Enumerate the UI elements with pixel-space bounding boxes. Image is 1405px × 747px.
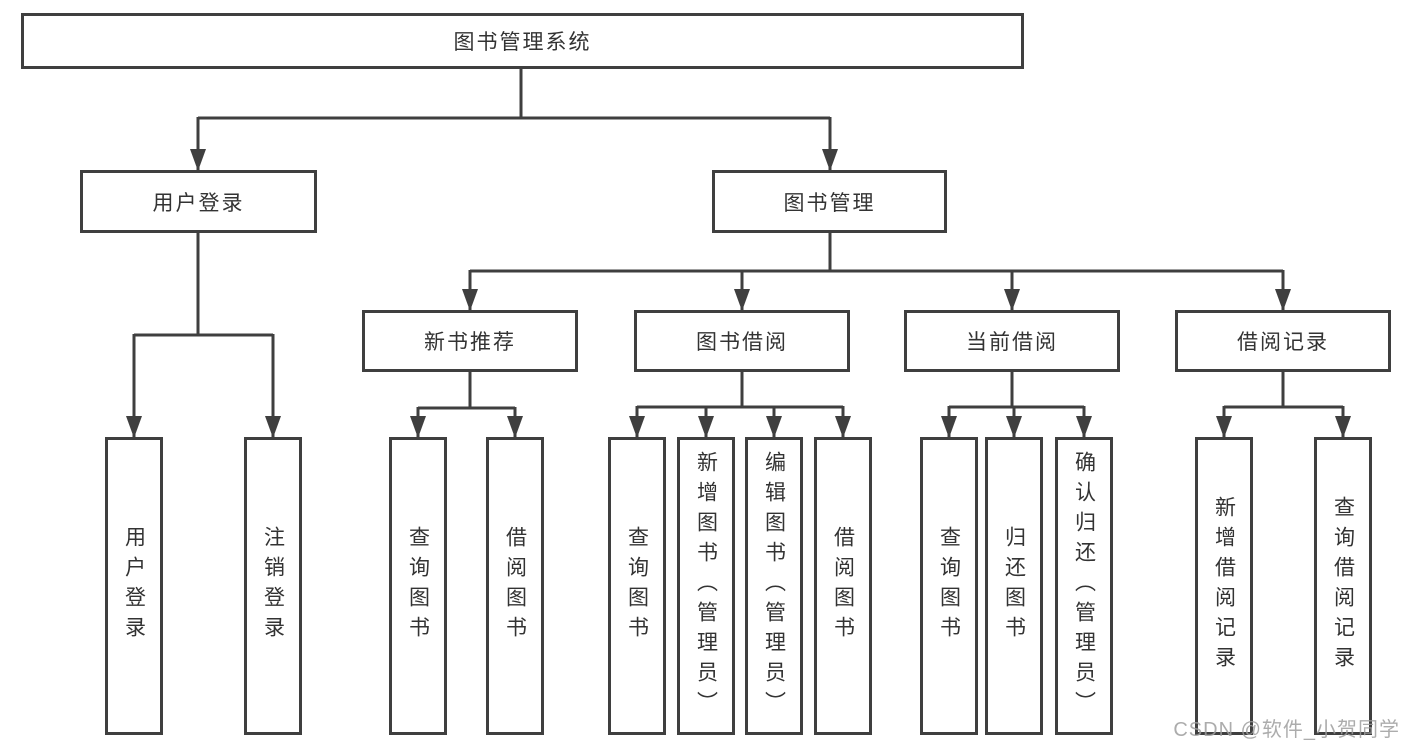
leaf-logout-login-label: 注销登录 (261, 526, 285, 646)
node-new-book-recommend: 新书推荐 (362, 310, 578, 372)
node-root-library-system: 图书管理系统 (21, 13, 1024, 69)
node-user-login: 用户登录 (80, 170, 317, 233)
node-user-login-label: 用户登录 (152, 191, 245, 215)
leaf-borrow-books-label: 借阅图书 (831, 526, 855, 646)
leaf-borrow-books: 借阅图书 (814, 437, 872, 735)
csdn-watermark: CSDN @软件_小贺同学 (1173, 719, 1400, 741)
node-current-borrowing: 当前借阅 (904, 310, 1120, 372)
leaf-query-books-recommend: 查询图书 (389, 437, 447, 735)
node-book-borrowing-label: 图书借阅 (696, 331, 788, 354)
leaf-add-borrow-record-label: 新增借阅记录 (1212, 496, 1236, 676)
leaf-edit-books-admin: 编辑图书（管理员） (745, 437, 803, 735)
leaf-query-books-current: 查询图书 (920, 437, 978, 735)
node-current-borrowing-label: 当前借阅 (966, 331, 1058, 354)
node-book-management: 图书管理 (712, 170, 947, 233)
leaf-query-borrow-record: 查询借阅记录 (1314, 437, 1372, 735)
leaf-query-borrow-record-label: 查询借阅记录 (1331, 496, 1355, 676)
leaf-add-borrow-record: 新增借阅记录 (1195, 437, 1253, 735)
node-borrowing-records-label: 借阅记录 (1237, 331, 1329, 354)
leaf-user-login: 用户登录 (105, 437, 163, 735)
leaf-add-books-admin: 新增图书（管理员） (677, 437, 735, 735)
node-book-borrowing: 图书借阅 (634, 310, 850, 372)
node-borrowing-records: 借阅记录 (1175, 310, 1391, 372)
leaf-confirm-return-admin-label: 确认归还（管理员） (1072, 451, 1096, 721)
leaf-borrow-books-recommend: 借阅图书 (486, 437, 544, 735)
connector-lines (126, 69, 1351, 438)
leaf-edit-books-admin-label: 编辑图书（管理员） (762, 451, 786, 721)
leaf-user-login-label: 用户登录 (122, 526, 146, 646)
node-new-book-recommend-label: 新书推荐 (424, 331, 516, 354)
leaf-add-books-admin-label: 新增图书（管理员） (694, 451, 718, 721)
leaf-confirm-return-admin: 确认归还（管理员） (1055, 437, 1113, 735)
leaf-query-books-borrowing-label: 查询图书 (625, 526, 649, 646)
leaf-logout-login: 注销登录 (244, 437, 302, 735)
leaf-query-books-recommend-label: 查询图书 (406, 526, 430, 646)
leaf-borrow-books-recommend-label: 借阅图书 (503, 526, 527, 646)
leaf-return-books-label: 归还图书 (1002, 526, 1026, 646)
node-root-label: 图书管理系统 (453, 31, 592, 54)
leaf-query-books-borrowing: 查询图书 (608, 437, 666, 735)
leaf-return-books: 归还图书 (985, 437, 1043, 735)
node-book-management-label: 图书管理 (783, 191, 876, 215)
leaf-query-books-current-label: 查询图书 (937, 526, 961, 646)
